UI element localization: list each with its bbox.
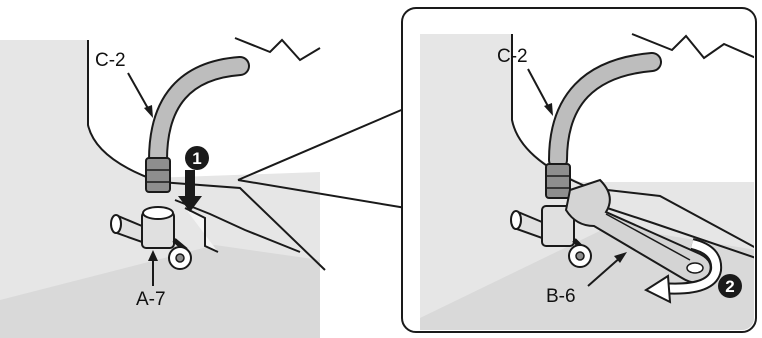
label-c2-right: C-2 [497,46,528,67]
label-c2-left: C-2 [95,50,126,71]
label-a7: A-7 [136,289,166,310]
hose-nut-left [146,158,170,192]
valve-port-left [143,207,173,219]
right-panel: 2 C-2 B-6 [402,8,756,332]
step-1-number: 1 [192,149,201,168]
step-2-number: 2 [725,277,734,296]
label-b6: B-6 [546,286,576,307]
wrench-hole [687,263,703,273]
hose-nut-right [546,164,570,198]
hose-left [158,66,240,160]
countertop-edge-left [235,38,320,60]
left-panel: 1 C-2 A-7 [0,38,325,338]
leader-arrow-c2-left [144,105,153,118]
